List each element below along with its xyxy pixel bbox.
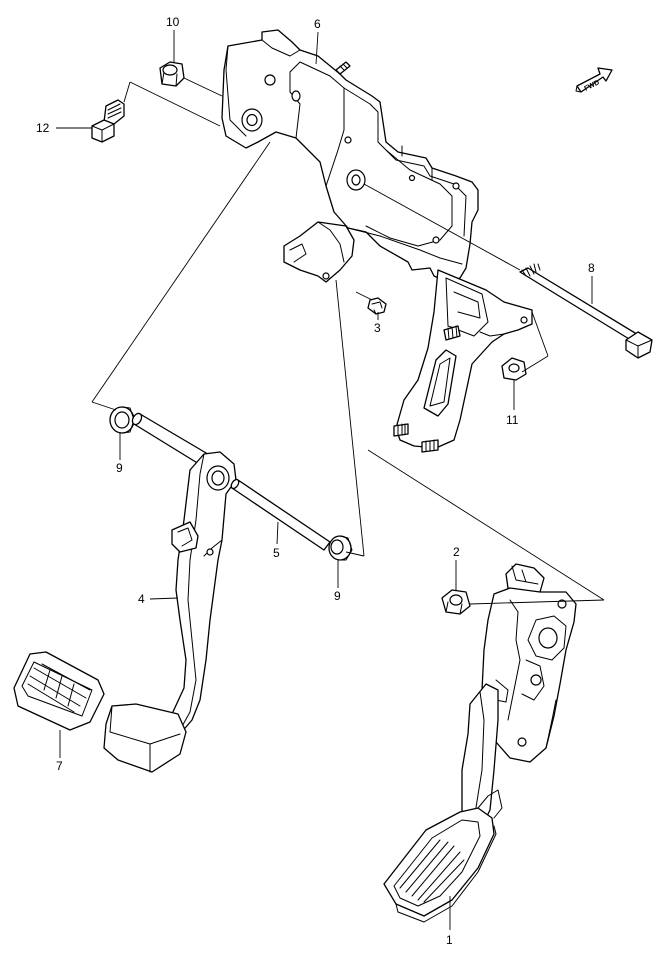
brake-pedal-4 <box>103 451 237 773</box>
callout-2: 2 <box>453 545 460 559</box>
pedal-bracket <box>221 29 533 453</box>
forward-arrow-icon: FWD <box>575 67 613 93</box>
callout-9-lower: 9 <box>334 589 341 603</box>
nut-11 <box>501 357 527 381</box>
pad-cover-7 <box>13 651 105 731</box>
callout-8: 8 <box>588 261 595 275</box>
alignment-lines <box>91 77 605 605</box>
nut-10 <box>159 61 185 87</box>
callout-11: 11 <box>506 413 519 427</box>
callout-labels: 1 2 3 4 5 6 7 8 9 9 10 11 12 <box>36 15 595 947</box>
bolt-12 <box>91 99 125 143</box>
callout-7: 7 <box>56 759 63 773</box>
pin-5 <box>230 478 331 551</box>
nut-2 <box>441 589 471 615</box>
callout-1: 1 <box>446 933 453 947</box>
shaft-bolt-8 <box>519 263 653 359</box>
callout-4: 4 <box>138 592 145 606</box>
callout-leaders <box>56 30 593 930</box>
clip-3 <box>367 297 387 315</box>
callout-3: 3 <box>374 321 381 335</box>
callout-12: 12 <box>36 121 50 135</box>
bushing-9-upper <box>109 406 135 434</box>
callout-10: 10 <box>166 15 180 29</box>
accelerator-pedal-1 <box>383 563 577 923</box>
bushing-9-lower <box>328 535 353 561</box>
callout-6: 6 <box>314 17 321 31</box>
callout-9-upper: 9 <box>116 461 123 475</box>
callout-5: 5 <box>273 546 280 560</box>
